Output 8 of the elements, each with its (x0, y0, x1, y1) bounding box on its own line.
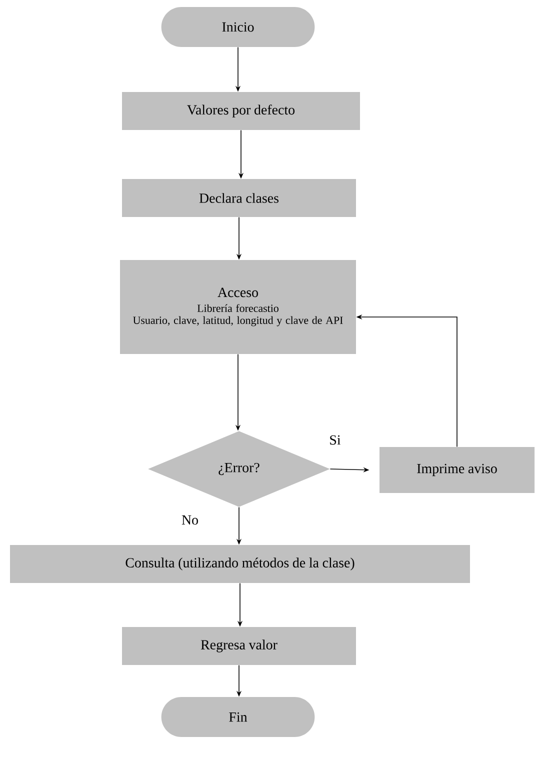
edge-label: No (180, 514, 200, 526)
process-box: Consulta (utilizando métodos de la clase) (10, 545, 470, 583)
edge-label: Si (328, 434, 342, 446)
process-box: Regresa valor (122, 627, 356, 665)
process-box: Declara clases (122, 179, 356, 217)
process-box: Valores por defecto (122, 92, 360, 130)
process-box: Acceso Librería forecastio Usuario, clave, latitud, longitud y clave de API (120, 260, 356, 354)
process-box: Imprime aviso (380, 447, 534, 493)
